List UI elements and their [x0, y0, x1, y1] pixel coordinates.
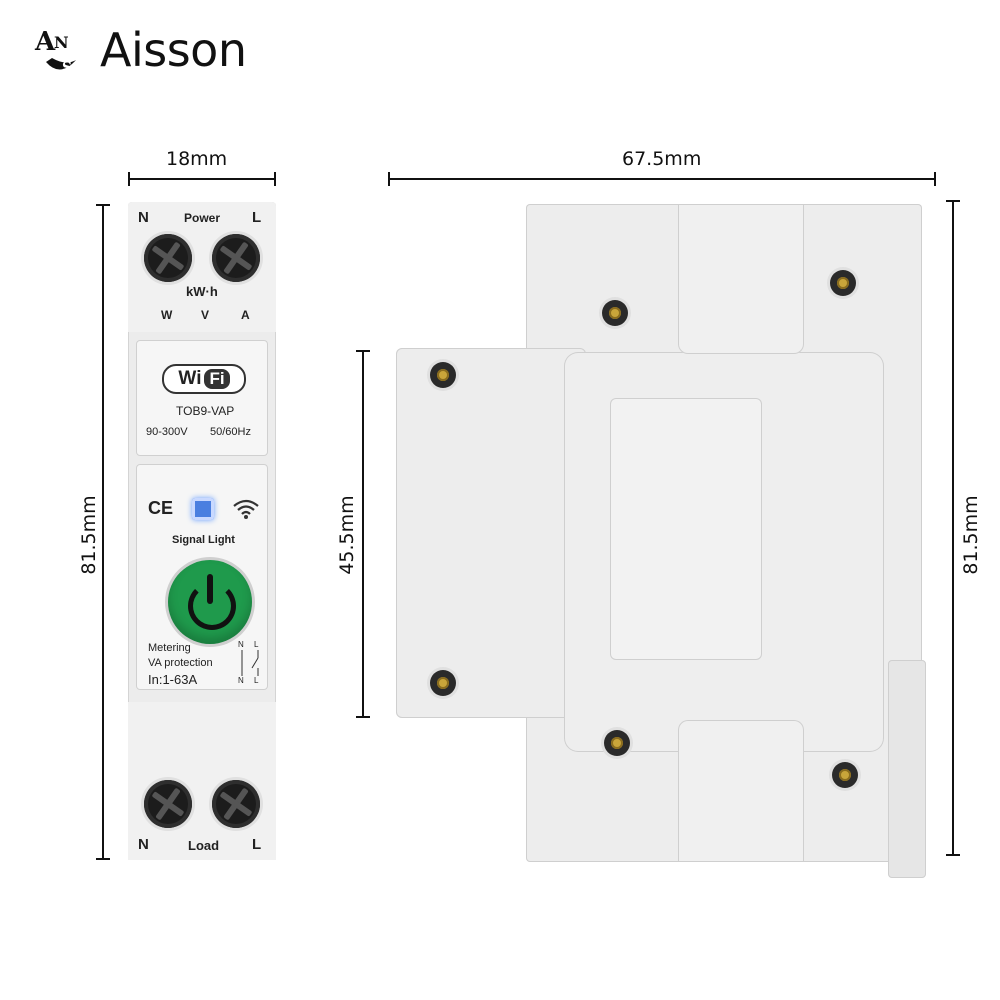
- side-right-height-label: 81.5mm: [960, 495, 982, 575]
- brand-name: Aisson: [100, 23, 247, 77]
- rivet-bottom-right-icon: [832, 762, 858, 788]
- side-label-recess: [610, 398, 762, 660]
- metering-label: Metering: [148, 642, 191, 654]
- signal-light-led-icon: [192, 498, 214, 520]
- diagram-l1: L: [254, 640, 259, 649]
- svg-text:N: N: [54, 33, 69, 52]
- wifi-signal-icon: [233, 499, 259, 519]
- din-rail-clip: [888, 660, 926, 878]
- side-width-line: [388, 172, 936, 186]
- wifi-badge-right: Fi: [204, 369, 230, 389]
- diagram-l2: L: [254, 676, 259, 685]
- rivet-bottom-middle-icon: [604, 730, 630, 756]
- voltage-label: 90-300V: [146, 426, 188, 438]
- bottom-live-terminal-screw-icon: [212, 780, 260, 828]
- rating-label: In:1-63A: [148, 672, 198, 687]
- top-live-terminal-screw-icon: [212, 234, 260, 282]
- front-height-line: [96, 204, 110, 860]
- front-width-line: [128, 172, 276, 186]
- rivet-top-right-icon: [830, 270, 856, 296]
- diagram-n1: N: [238, 640, 244, 649]
- svg-text:A: A: [34, 27, 56, 57]
- side-left-step: [396, 348, 586, 718]
- signal-light-label: Signal Light: [172, 534, 235, 546]
- protection-label: VA protection: [148, 657, 213, 669]
- bottom-terminal-block: N Load L: [128, 702, 276, 860]
- side-right-height-line: [946, 200, 960, 856]
- rivet-top-middle-icon: [602, 300, 628, 326]
- wifi-badge-left: Wi: [178, 368, 202, 389]
- model-label: TOB9-VAP: [176, 404, 235, 418]
- breaker-side-view: [390, 200, 938, 878]
- bottom-live-label: L: [252, 836, 262, 853]
- ce-mark: CE: [148, 498, 174, 518]
- svg-text:S: S: [62, 60, 72, 76]
- rivet-left-bottom-icon: [430, 670, 456, 696]
- kwh-label: kW·h: [186, 284, 218, 299]
- top-neutral-label: N: [138, 209, 149, 226]
- power-icon: [188, 582, 236, 630]
- mode-v-label: V: [201, 308, 210, 322]
- load-label: Load: [188, 838, 220, 853]
- bottom-neutral-label: N: [138, 836, 149, 853]
- brand-header: A N S Aisson: [32, 20, 247, 80]
- side-width-label: 67.5mm: [622, 148, 702, 170]
- side-left-height-line: [356, 350, 370, 718]
- diagram-n2: N: [238, 676, 244, 685]
- power-button[interactable]: [168, 560, 252, 644]
- control-panel: CE Signal Light Metering VA protection I…: [136, 464, 268, 690]
- frequency-label: 50/60Hz: [210, 426, 251, 438]
- top-terminal-block: N Power L kW·h W V A: [128, 202, 276, 332]
- switch-diagram-icon: [241, 650, 259, 676]
- mode-w-label: W: [161, 308, 173, 322]
- top-live-label: L: [252, 209, 262, 226]
- bottom-neutral-terminal-screw-icon: [144, 780, 192, 828]
- front-height-label: 81.5mm: [78, 495, 100, 575]
- side-left-height-label: 45.5mm: [336, 495, 358, 575]
- front-width-label: 18mm: [166, 148, 228, 170]
- power-label: Power: [184, 211, 221, 225]
- rivet-left-top-icon: [430, 362, 456, 388]
- top-neutral-terminal-screw-icon: [144, 234, 192, 282]
- mode-a-label: A: [241, 308, 250, 322]
- side-top-notch: [678, 204, 804, 354]
- side-bottom-notch: [678, 720, 804, 862]
- aisson-logo-icon: A N S: [34, 27, 76, 76]
